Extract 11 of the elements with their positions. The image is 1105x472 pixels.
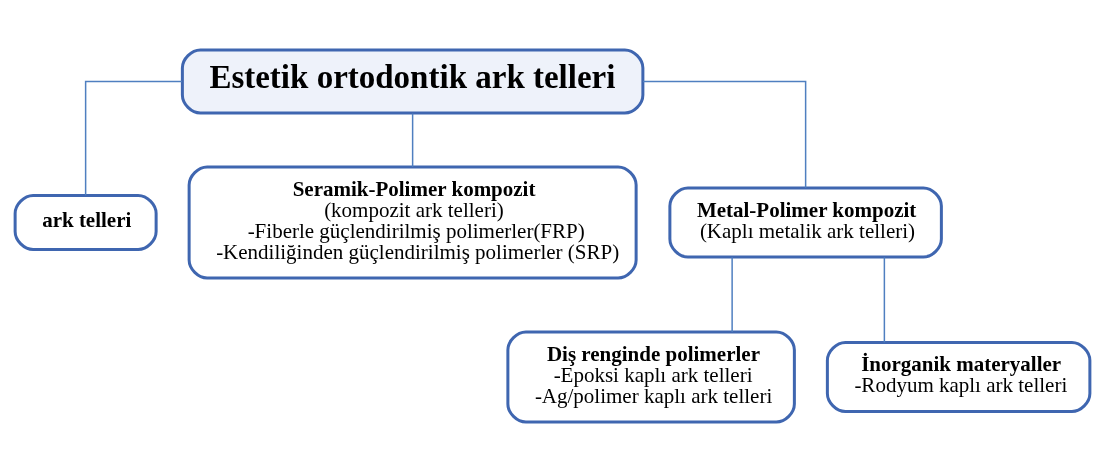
node-box: Estetik ortodontik ark telleri [180,48,645,115]
node-box: Seramik-Polimer kompozit (kompozit ark telleri) -Fiberle güçlendirilmiş polimerler(FRP) -Kendiliğinden güçlendirilmiş polimerler (SRP) [187,165,638,280]
connector [731,256,733,333]
connector [883,256,886,344]
node-box: ark telleri [13,194,158,251]
node-box: Metal-Polimer kompozit (Kaplı metalik ark telleri) [668,186,943,259]
connector [411,112,414,168]
connector [642,80,807,189]
node-box: İnorganik materyaller -Rodyum kaplı ark telleri [825,341,1092,413]
connector [84,80,183,197]
node-box: Diş renginde polimerler -Epoksi kaplı ark telleri -Ag/polimer kaplı ark telleri [506,330,796,424]
